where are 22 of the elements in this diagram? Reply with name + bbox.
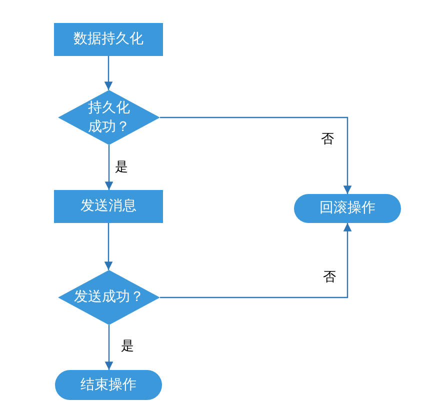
edge-label: 是	[120, 339, 135, 355]
arrow	[104, 56, 113, 90]
node-label: 结束操作	[80, 376, 136, 394]
arrow	[104, 325, 114, 370]
arrow	[160, 223, 352, 298]
terminal-pill	[294, 194, 401, 223]
decision-diamond	[58, 90, 160, 145]
arrow	[104, 223, 113, 270]
node-label: 发送成功？	[74, 288, 144, 307]
edge-label: 否	[320, 132, 335, 148]
arrow	[160, 116, 352, 194]
node-label: 持久化成功？	[86, 99, 131, 136]
decision-diamond	[58, 270, 160, 325]
terminal-pill	[55, 370, 162, 400]
edge-label: 否	[322, 270, 337, 286]
process-box	[54, 23, 163, 56]
node-label: 发送消息	[80, 197, 136, 216]
process-box	[54, 190, 163, 223]
node-label: 数据持久化	[74, 30, 144, 49]
arrow	[104, 145, 114, 190]
node-label: 回滚操作	[320, 199, 376, 218]
edge-label: 是	[114, 160, 129, 176]
